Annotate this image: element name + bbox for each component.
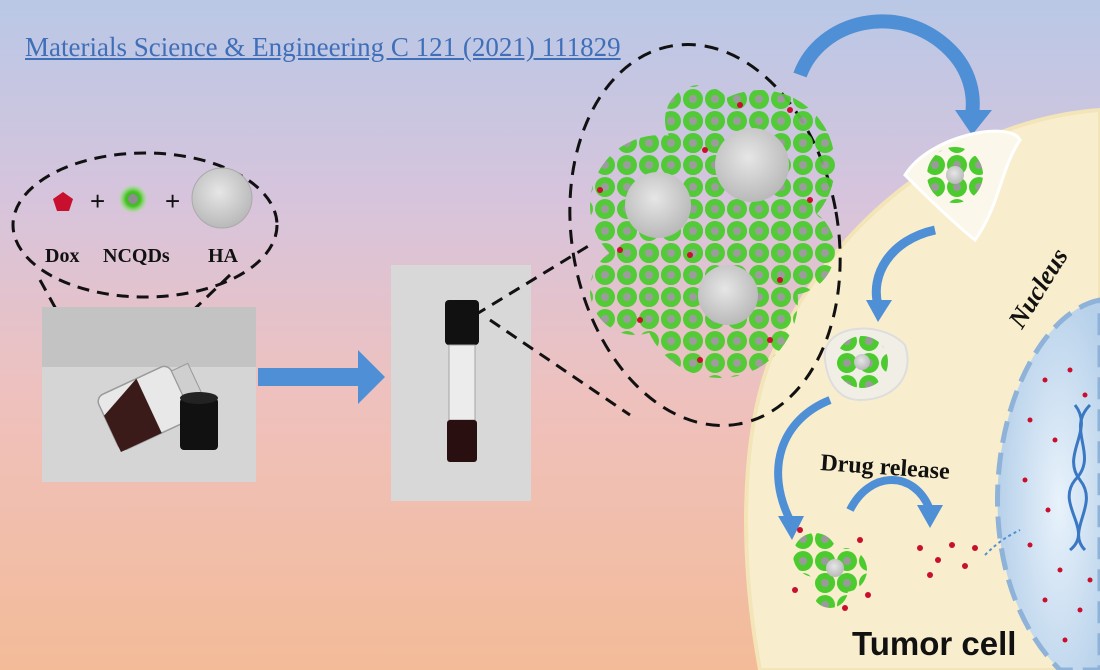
zoom-connector-lines — [474, 243, 631, 417]
label-dox: Dox — [45, 245, 79, 267]
legend-dashed-ellipse — [11, 151, 279, 299]
legend-plus-2: + — [165, 186, 180, 216]
nucleus-dox-dots — [1022, 367, 1093, 643]
nanocomposite-cluster — [590, 85, 835, 378]
ncqd-icon-core — [128, 194, 138, 204]
nanocomposite-dashed-ellipse — [568, 43, 842, 427]
vial-tilted-photo — [42, 307, 256, 482]
legend-plus-1: + — [90, 186, 105, 216]
release-arrow-right — [846, 476, 934, 512]
label-tumor-cell: Tumor cell — [852, 625, 1016, 662]
uptake-arrow — [793, 14, 980, 117]
process-arrow — [258, 350, 385, 404]
legend-connector-lines — [38, 273, 232, 387]
vial-gel-photo — [391, 265, 531, 501]
diffusion-arrow — [984, 529, 1021, 556]
release-arrow-left — [774, 396, 832, 522]
label-ha: HA — [208, 245, 239, 267]
citation-link[interactable]: Materials Science & Engineering C 121 (2… — [25, 32, 621, 62]
free-dox-molecules — [917, 542, 978, 578]
label-ncqds: NCQDs — [103, 245, 170, 267]
transport-arrow — [871, 225, 937, 307]
ha-icon — [191, 167, 253, 229]
dna-helix-icon — [1067, 403, 1092, 552]
dox-icon — [53, 192, 73, 211]
released-cluster — [792, 527, 871, 611]
nucleus — [995, 297, 1100, 670]
